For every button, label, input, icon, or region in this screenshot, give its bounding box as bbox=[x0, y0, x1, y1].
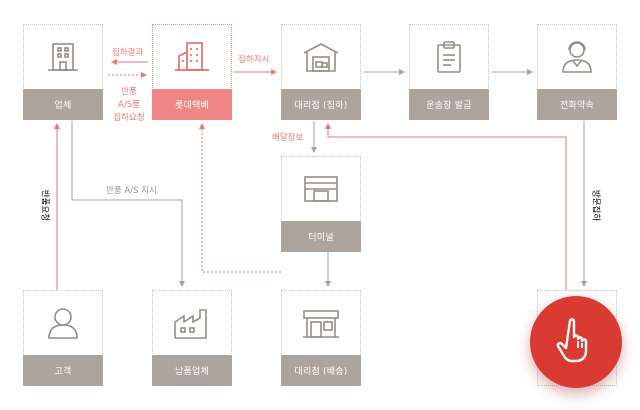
pointing-hand-icon bbox=[556, 317, 596, 367]
node-supplier-label: 납품업체 bbox=[152, 355, 232, 386]
factory-icon bbox=[153, 291, 231, 355]
node-customer: 고객 bbox=[23, 290, 103, 386]
label-return-as-pickup-request-3: 집하요청 bbox=[113, 113, 145, 123]
label-return-as-pickup-request-2: A/S품 bbox=[118, 100, 140, 110]
node-terminal: 터미널 bbox=[281, 156, 361, 252]
node-phone-label: 전화약속 bbox=[537, 89, 617, 120]
node-branch-pickup-label: 대리점 (집하) bbox=[281, 89, 361, 120]
node-company-label: 업체 bbox=[23, 89, 103, 120]
building-icon bbox=[24, 25, 102, 89]
node-branch-delivery-label: 대리점 (배송) bbox=[281, 355, 361, 386]
node-lotte: 롯데택배 bbox=[152, 24, 232, 120]
node-terminal-label: 터미널 bbox=[281, 221, 361, 252]
label-visit-pickup: 방문집하 bbox=[590, 189, 601, 222]
operator-icon bbox=[538, 25, 616, 89]
truck-container-icon bbox=[282, 157, 360, 221]
node-branch-delivery: 대리점 (배송) bbox=[281, 290, 361, 386]
storefront-icon bbox=[282, 291, 360, 355]
node-lotte-label: 롯데택배 bbox=[152, 89, 232, 120]
edge-delivery-to-lotte bbox=[199, 123, 281, 273]
label-delivery-info: 배달정보 bbox=[272, 133, 304, 143]
node-waybill: 운송장 발급 bbox=[409, 24, 489, 120]
label-return-as-pickup-request-1: 반품 bbox=[121, 87, 137, 97]
node-company: 업체 bbox=[23, 24, 103, 120]
label-return-request: 반품요청 bbox=[39, 189, 50, 222]
label-pickup-instruction: 집하지시 bbox=[238, 55, 270, 65]
warehouse-icon bbox=[282, 25, 360, 89]
edge-return-as-instruction bbox=[71, 121, 185, 287]
node-supplier: 납품업체 bbox=[152, 290, 232, 386]
buildings-icon bbox=[153, 25, 231, 89]
node-waybill-label: 운송장 발급 bbox=[409, 89, 489, 120]
label-return-as-instruction: 반품 A/S 지시 bbox=[106, 186, 157, 196]
label-pickup-result: 집하결과 bbox=[112, 48, 144, 58]
person-icon bbox=[24, 291, 102, 355]
pointer-action-button[interactable] bbox=[530, 296, 622, 388]
edge-return-to-branch bbox=[325, 123, 567, 290]
node-phone: 전화약속 bbox=[537, 24, 617, 120]
clipboard-icon bbox=[410, 25, 488, 89]
node-customer-label: 고객 bbox=[23, 355, 103, 386]
node-branch-pickup: 대리점 (집하) bbox=[281, 24, 361, 120]
